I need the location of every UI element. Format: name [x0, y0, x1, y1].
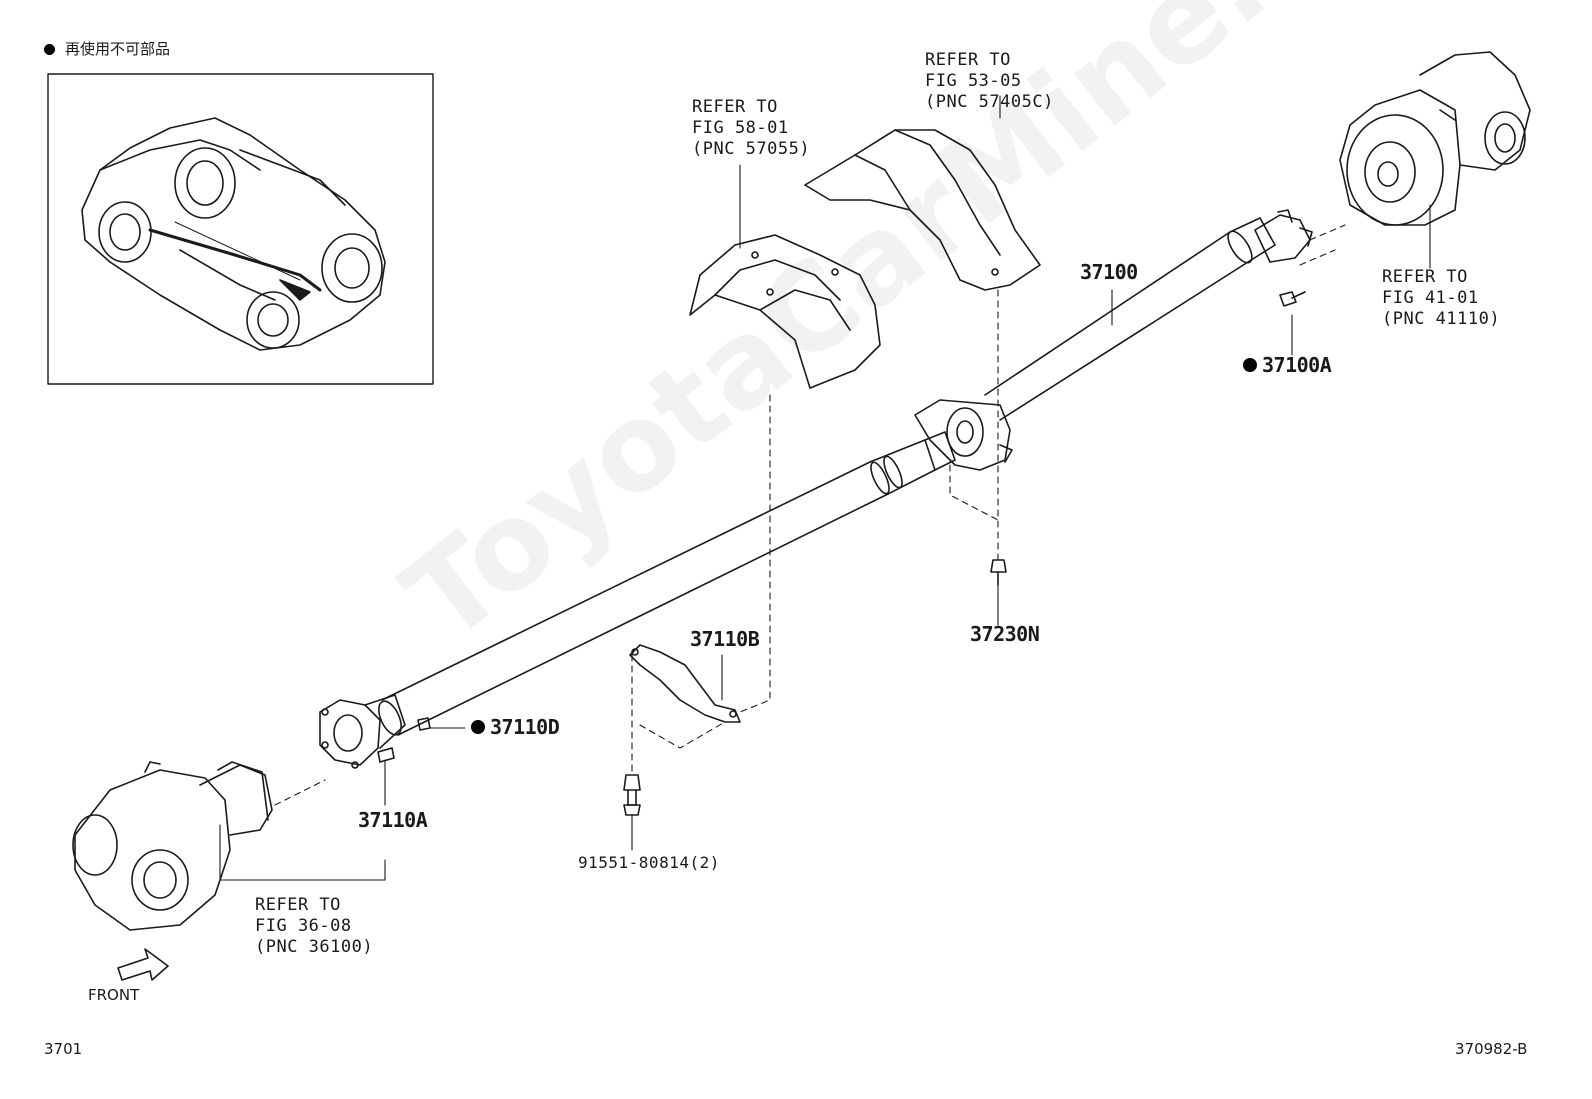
figure-code: 370982-B — [1455, 1040, 1528, 1058]
bolt-37230N — [990, 559, 1007, 586]
propeller-shaft-rear-section — [984, 217, 1276, 421]
rear-universal-joint — [1254, 209, 1313, 263]
non-reusable-markers — [471, 358, 1257, 734]
part-37230N-label: 37230N — [970, 622, 1040, 646]
bolt-91551 — [623, 774, 641, 816]
transfer-case — [72, 761, 273, 931]
heat-insulator-front — [689, 234, 881, 389]
leader-lines — [219, 95, 1431, 881]
legend-text: 再使用不可部品 — [65, 40, 171, 58]
vehicle-inset-frame — [47, 73, 434, 385]
part-37100A-label: 37100A — [1262, 353, 1332, 377]
part-37110D-label: 37110D — [490, 715, 560, 739]
page-code: 3701 — [44, 1040, 83, 1058]
part-91551-label: 91551-80814(2) — [578, 853, 720, 872]
front-label: FRONT — [88, 986, 140, 1004]
dashed-alignment-lines — [274, 224, 1346, 806]
front-flange-joint — [319, 694, 406, 769]
center-support-bearing — [914, 399, 1013, 471]
stud-37110A — [377, 747, 395, 763]
vehicle-underside-illustration — [81, 117, 386, 351]
legend-dot-icon — [44, 44, 55, 55]
ref-fig-41-01: REFER TO FIG 41-01 (PNC 41110) — [1382, 267, 1501, 329]
front-direction-arrow — [117, 948, 169, 981]
part-37110A-label: 37110A — [358, 808, 428, 832]
bolt-37100A — [1279, 291, 1306, 307]
heat-insulator-rear — [804, 129, 1041, 291]
support-bracket-37110B — [629, 644, 741, 723]
legend: 再使用不可部品 — [44, 38, 170, 59]
part-37110B-label: 37110B — [690, 627, 760, 651]
ref-fig-53-05: REFER TO FIG 53-05 (PNC 57405C) — [925, 50, 1054, 112]
rear-differential — [1339, 51, 1531, 226]
ref-fig-36-08: REFER TO FIG 36-08 (PNC 36100) — [255, 895, 374, 957]
ref-fig-58-01: REFER TO FIG 58-01 (PNC 57055) — [692, 97, 811, 159]
propeller-shaft-front-section — [378, 431, 956, 736]
part-37100-label: 37100 — [1080, 260, 1138, 284]
